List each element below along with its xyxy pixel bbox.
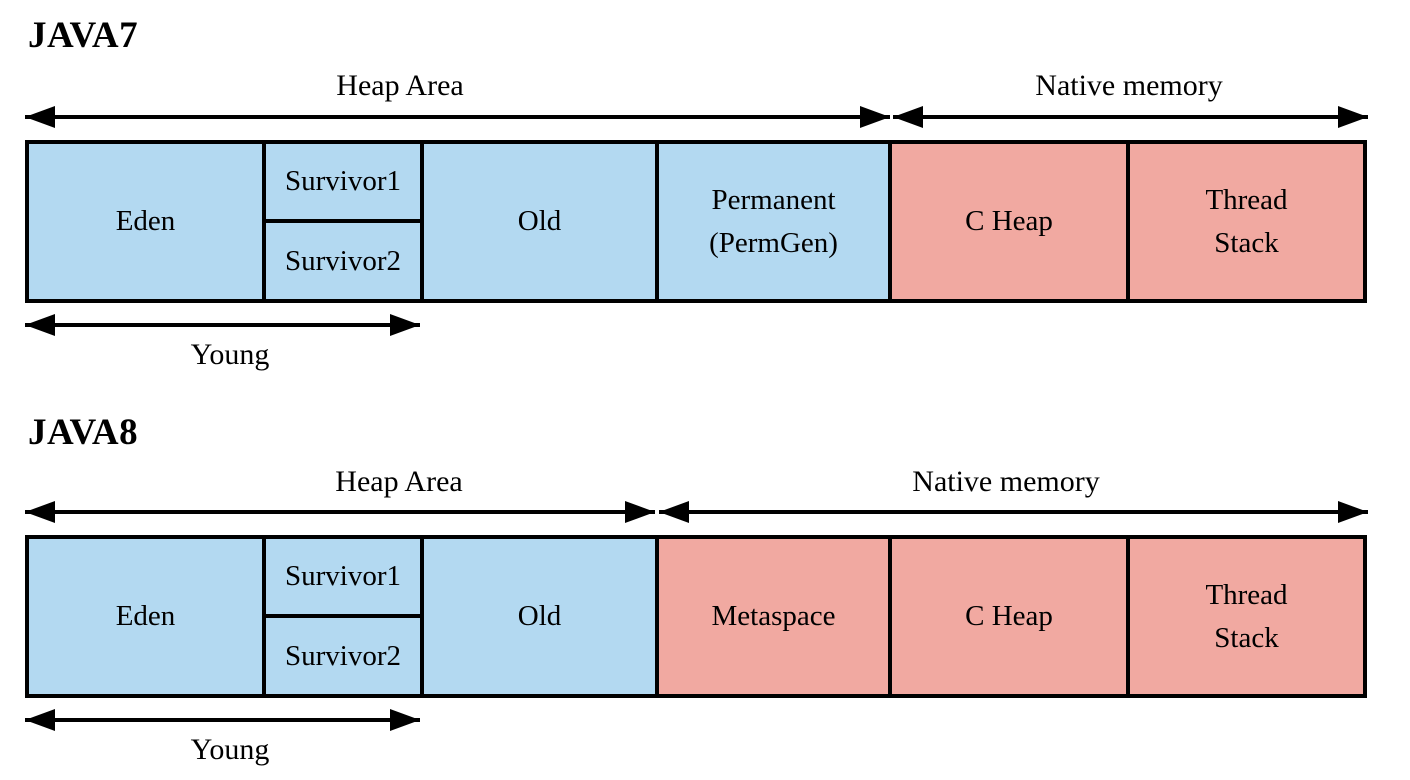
java7-heap-area-arrow — [25, 106, 890, 128]
java7-cell-permanent: Permanent (PermGen) — [655, 140, 892, 303]
java7-cell-survivor1: Survivor1 — [262, 140, 424, 223]
java7-cell-eden: Eden — [25, 140, 266, 303]
java8-cell-survivor1: Survivor1 — [262, 535, 424, 618]
java8-native-memory-label: Native memory — [912, 465, 1100, 498]
arrowhead-right-icon — [1338, 106, 1368, 128]
java8-cell-survivor2: Survivor2 — [262, 614, 424, 698]
java8-young-label: Young — [190, 733, 270, 766]
java8-heap-area-arrow — [25, 501, 655, 523]
java7-cell-survivor2: Survivor2 — [262, 219, 424, 303]
arrowhead-right-icon — [390, 709, 420, 731]
arrowhead-left-icon — [25, 314, 55, 336]
java7-young-label: Young — [190, 338, 270, 371]
java8-cell-c-heap: C Heap — [888, 535, 1130, 698]
java7-young-arrow — [25, 314, 420, 336]
arrowhead-left-icon — [25, 106, 55, 128]
java8-heap-area-label: Heap Area — [335, 465, 463, 498]
java8-young-arrow — [25, 709, 420, 731]
java7-heap-area-label: Heap Area — [336, 69, 464, 102]
java8-cell-eden: Eden — [25, 535, 266, 698]
java7-cell-c-heap: C Heap — [888, 140, 1130, 303]
arrowhead-left-icon — [25, 501, 55, 523]
java8-title: JAVA8 — [28, 412, 139, 453]
java7-cell-thread-stack: Thread Stack — [1126, 140, 1367, 303]
arrowhead-right-icon — [625, 501, 655, 523]
java7-title: JAVA7 — [28, 15, 139, 56]
arrowhead-right-icon — [390, 314, 420, 336]
arrowhead-left-icon — [659, 501, 689, 523]
arrowhead-right-icon — [1338, 501, 1368, 523]
java8-cell-thread-stack: Thread Stack — [1126, 535, 1367, 698]
arrowhead-left-icon — [25, 709, 55, 731]
java7-native-memory-arrow — [893, 106, 1368, 128]
java7-native-memory-label: Native memory — [1035, 69, 1223, 102]
arrowhead-right-icon — [860, 106, 890, 128]
java8-cell-old: Old — [420, 535, 659, 698]
java7-cell-old: Old — [420, 140, 659, 303]
arrowhead-left-icon — [893, 106, 923, 128]
java8-cell-metaspace: Metaspace — [655, 535, 892, 698]
java8-native-memory-arrow — [659, 501, 1368, 523]
